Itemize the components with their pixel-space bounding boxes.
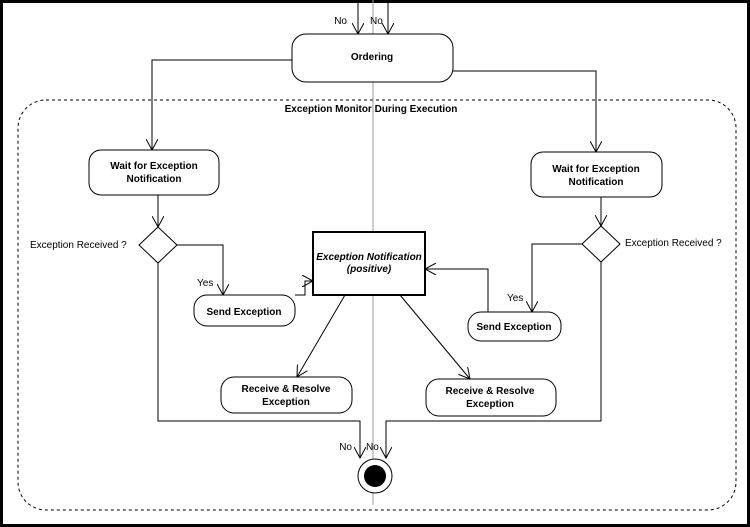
resolve-left-node [220,376,353,414]
edge-decision-left-send [177,244,223,295]
exception-notification-line1: Exception Notification [316,252,422,263]
bottom-no-right-label: No [366,442,379,453]
edge-send-right-notification [425,269,489,312]
edge-decision-right-final [386,262,602,458]
top-no-left-label: No [334,16,347,27]
decision-left-label: Exception Received ? [30,240,127,251]
exception-region [17,99,737,511]
send-right-node [467,311,562,342]
wait-right-line1: Wait for Exception [552,164,639,175]
edge-notification-resolve-left [297,294,346,377]
resolve-right-line2: Exception [466,399,514,410]
decision-right [581,225,621,263]
resolve-right-line1: Receive & Resolve [446,386,535,397]
edge-ordering-wait-left [152,59,292,150]
yes-left-label: Yes [197,278,213,289]
resolve-left-line2: Exception [262,397,310,408]
resolve-right-node [425,378,557,417]
decision-left [138,226,178,264]
bottom-no-left-label: No [339,442,352,453]
top-no-right-label: No [370,16,383,27]
exception-notification-line2: (positive) [347,264,392,275]
ordering-node [291,33,454,83]
edge-decision-right-send [532,243,582,312]
edge-ordering-wait-right [453,70,596,152]
exception-notification-node [312,231,426,296]
send-left-label: Send Exception [206,307,281,318]
ordering-label: Ordering [351,52,393,63]
wait-right-line2: Notification [569,177,624,188]
wait-right-node [530,151,663,198]
wait-left-line1: Wait for Exception [110,161,197,172]
edge-send-left-notification [295,281,313,296]
final-node-core [364,465,386,487]
wait-left-line2: Notification [127,174,182,185]
decision-right-label: Exception Received ? [625,238,722,249]
edge-notification-resolve-right [399,294,470,379]
wait-left-node [88,149,220,196]
resolve-left-line1: Receive & Resolve [242,384,331,395]
send-right-label: Send Exception [476,322,551,333]
region-label: Exception Monitor During Execution [285,104,458,115]
send-left-node [193,294,296,327]
edge-decision-left-final [157,263,360,458]
yes-right-label: Yes [507,293,523,304]
